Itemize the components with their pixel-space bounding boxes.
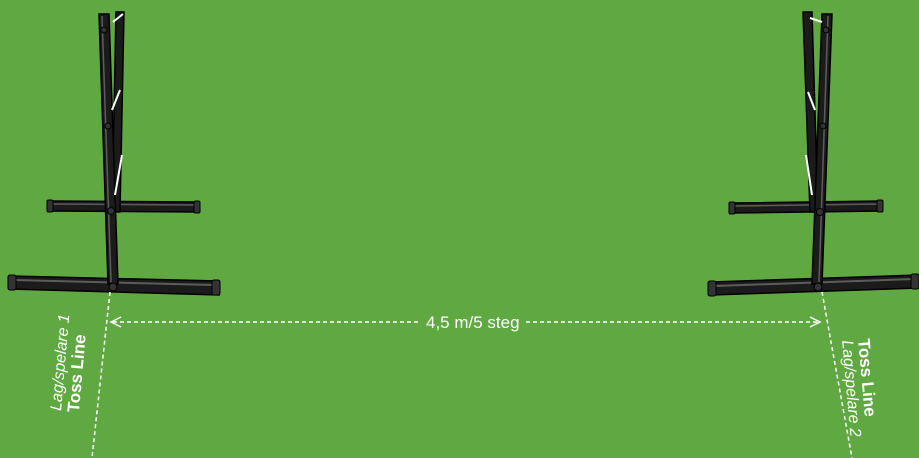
left-toss-line-label: Lag/spelare 1 Toss Line bbox=[48, 313, 90, 413]
left-toss-line bbox=[91, 291, 111, 458]
left-upper-bar bbox=[48, 200, 199, 213]
right-front-post bbox=[811, 13, 833, 285]
right-upper-bar bbox=[730, 200, 882, 214]
right-toss-line-label: Toss Line Lag/spelare 2 bbox=[838, 338, 880, 438]
left-ladder-frame bbox=[7, 11, 221, 296]
right-toss-line bbox=[821, 291, 853, 458]
right-ladder-frame bbox=[707, 11, 919, 297]
distance-label: 4,5 m/5 steg bbox=[420, 313, 526, 333]
